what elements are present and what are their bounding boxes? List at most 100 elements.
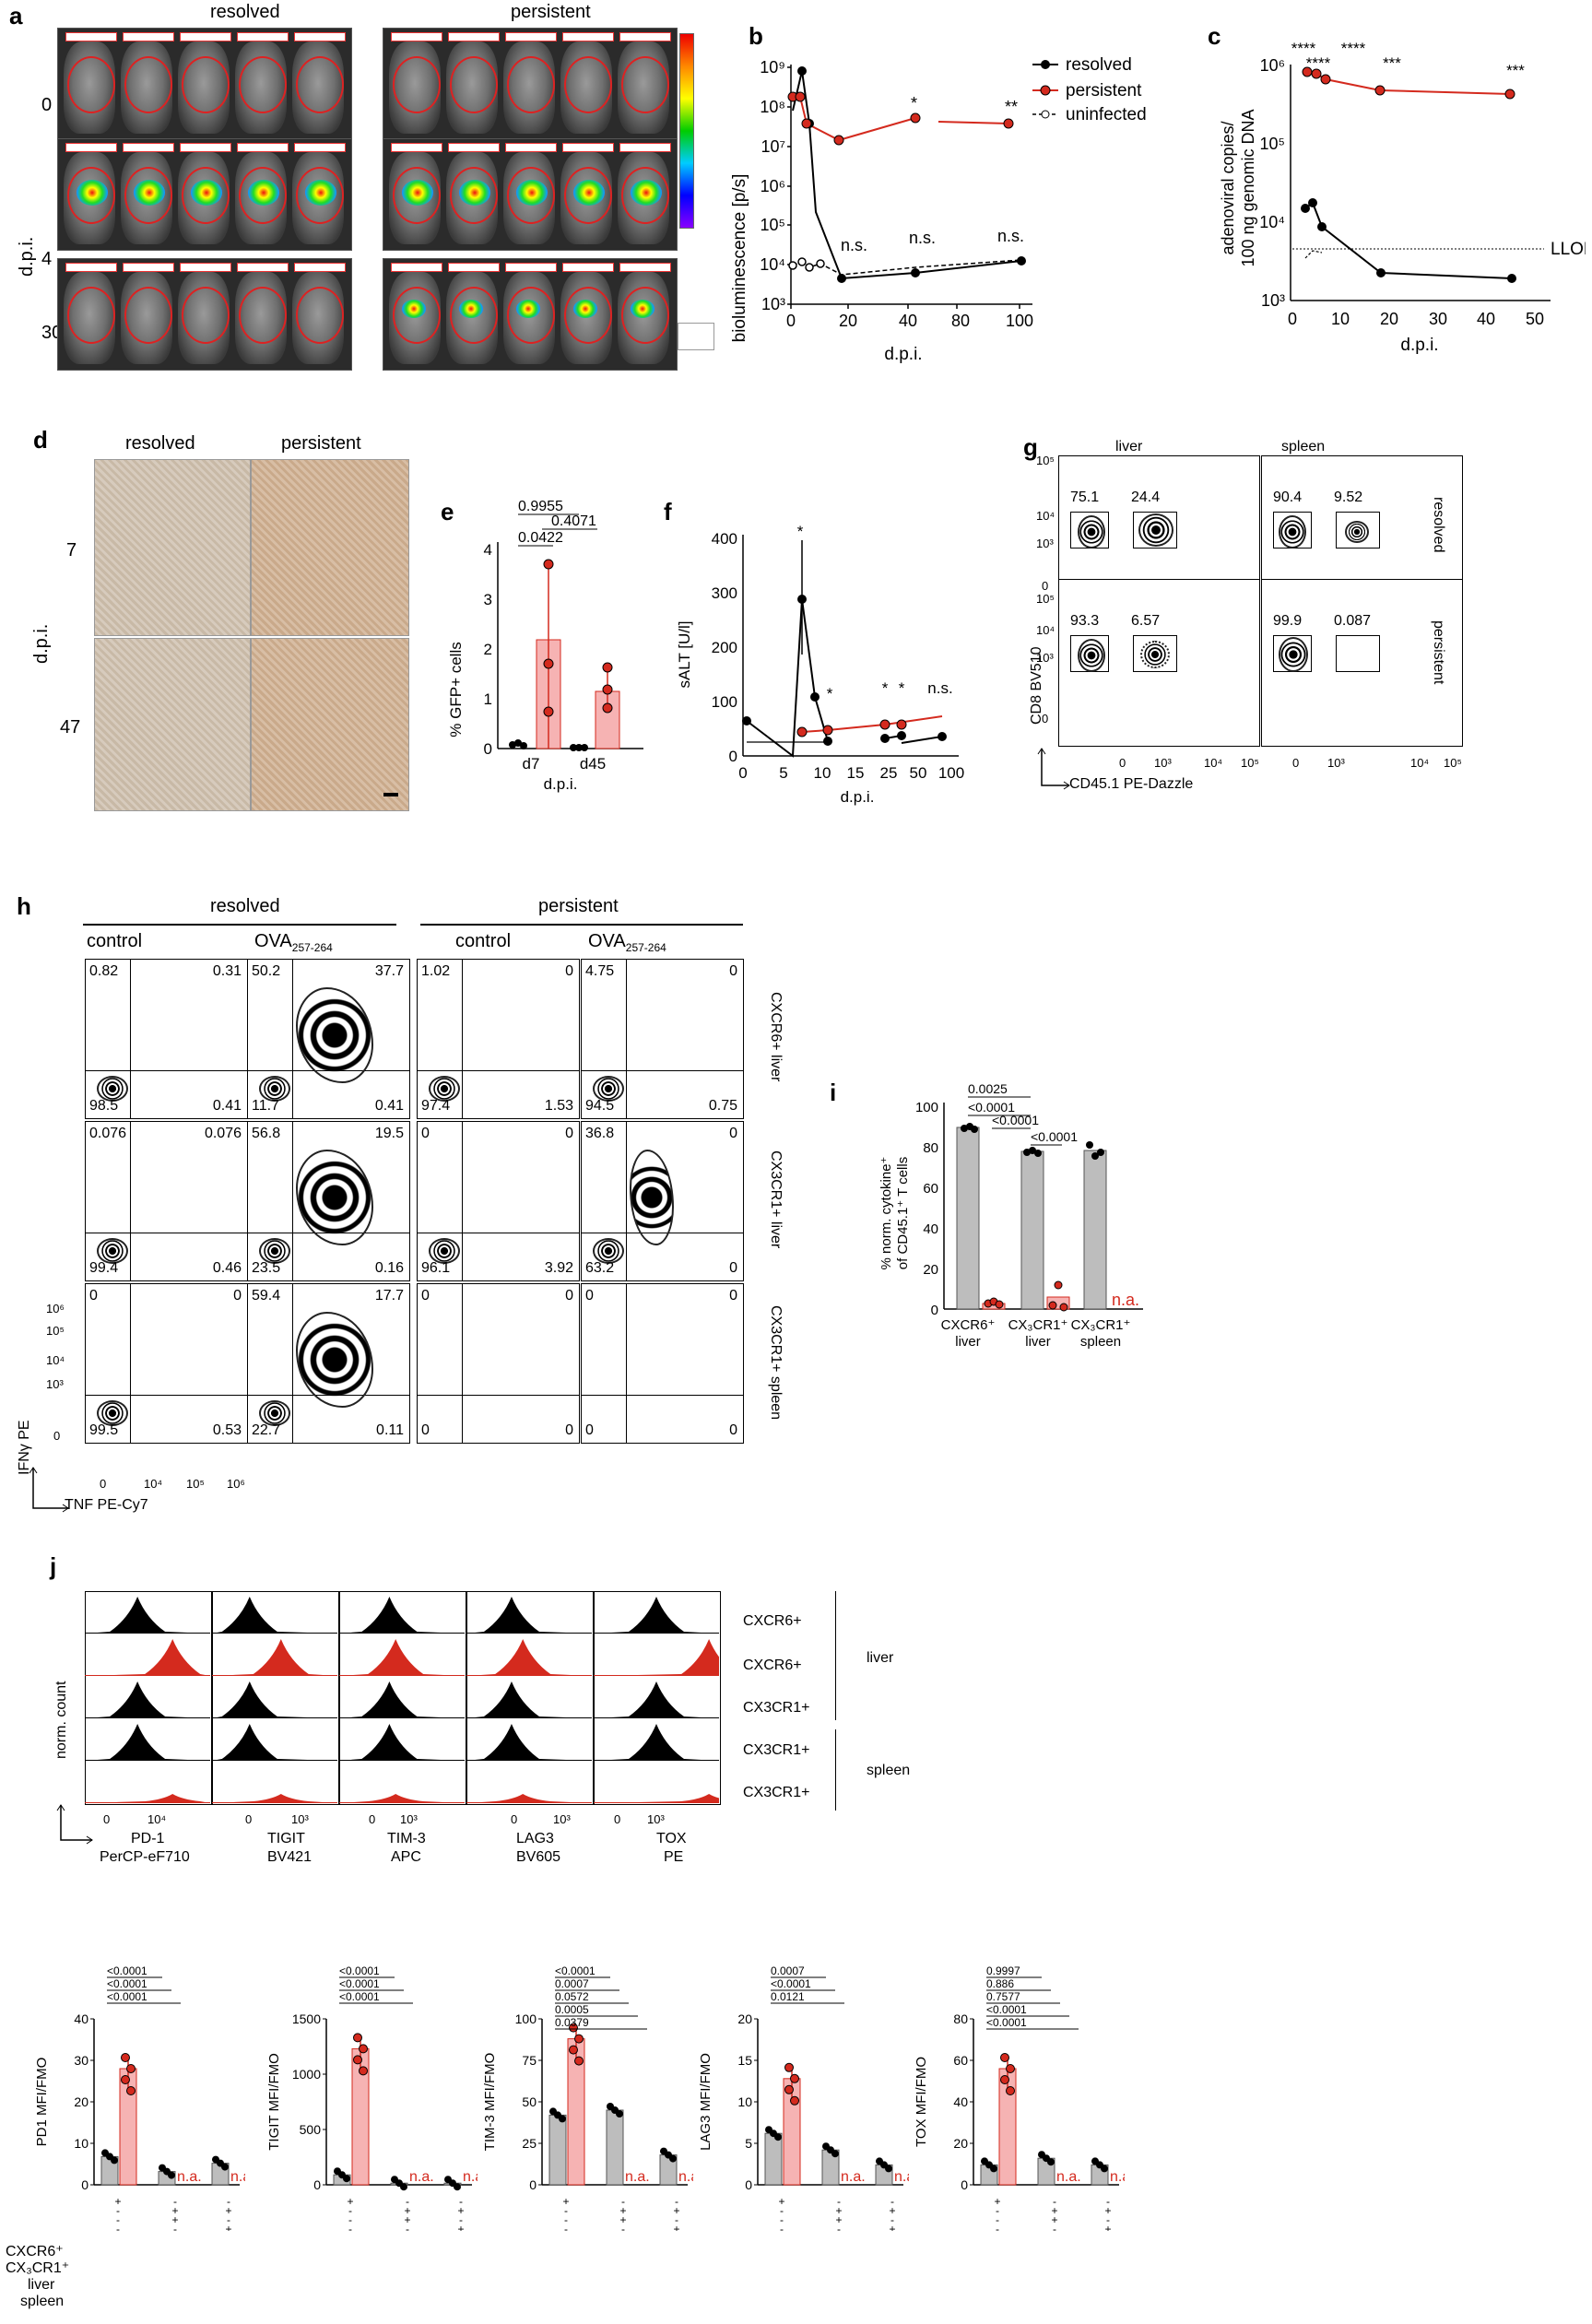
roi-label: [505, 32, 557, 41]
svg-text:n.s.: n.s.: [927, 679, 952, 697]
j-ylabel: norm. count: [53, 1681, 69, 1759]
cell-population: [429, 1238, 460, 1264]
svg-text:0.0379: 0.0379: [555, 2016, 589, 2029]
svg-text:-: -: [173, 2223, 177, 2231]
quadrant-value: 0.82: [89, 963, 119, 979]
cell-population: [259, 1076, 290, 1102]
svg-text:+: +: [619, 2213, 626, 2226]
luminescence-signal: [248, 180, 279, 206]
k-bar-chart: PD1 MFI/FMO010203040n.a.n.a.<0.0001<0.00…: [34, 1964, 245, 2231]
luminescence-signal: [573, 300, 597, 318]
svg-text:0: 0: [529, 2177, 537, 2192]
svg-text:+: +: [404, 2204, 410, 2217]
svg-text:<0.0001: <0.0001: [771, 1977, 811, 1990]
b-ytick-3: 10³: [761, 295, 785, 313]
svg-text:10⁹: 10⁹: [760, 58, 785, 77]
g-plot-liver-persistent: 93.3 6.57: [1058, 579, 1260, 747]
roi-label: [123, 32, 174, 41]
roi-label: [65, 143, 117, 152]
histogram: [594, 1724, 719, 1761]
svg-text:100: 100: [1006, 312, 1033, 330]
g-col-spleen: spleen: [1281, 439, 1326, 454]
quadrant-value: 36.8: [585, 1126, 615, 1141]
quadrant-value: 19.5: [374, 1126, 404, 1141]
svg-text:400: 400: [712, 530, 737, 548]
cell-population: [429, 1076, 460, 1102]
svg-text:+: +: [1104, 2223, 1111, 2231]
svg-text:-: -: [348, 2223, 352, 2231]
svg-text:-: -: [348, 2213, 352, 2226]
svg-text:100: 100: [712, 693, 737, 711]
luminescence-signal: [402, 180, 433, 206]
ivis-image: [57, 138, 352, 251]
svg-text:+: +: [1051, 2204, 1057, 2217]
roi-label: [65, 32, 117, 41]
svg-text:+: +: [225, 2223, 231, 2231]
svg-text:adenoviral copies/: adenoviral copies/: [1219, 121, 1237, 254]
svg-text:-: -: [996, 2204, 999, 2217]
histogram: [212, 1639, 337, 1676]
quadrant-value: 0: [729, 1126, 737, 1141]
svg-text:*: *: [899, 679, 905, 697]
ivis-image: [383, 28, 678, 140]
svg-text:-: -: [564, 2213, 568, 2226]
roi-label: [505, 143, 557, 152]
svg-text:0.0422: 0.0422: [518, 530, 563, 546]
quadrant-value: 4.75: [585, 963, 615, 979]
svg-text:0: 0: [931, 1303, 938, 1318]
k-bar-chart: TIGIT MFI/FMO050010001500n.a.n.a.<0.0001…: [266, 1964, 478, 2231]
svg-text:500: 500: [300, 2122, 322, 2137]
svg-text:1000: 1000: [292, 2067, 321, 2082]
quadrant-value: 0: [421, 1288, 430, 1304]
svg-text:<0.0001: <0.0001: [107, 1990, 147, 2003]
svg-text:15: 15: [737, 2053, 752, 2068]
svg-text:0.0007: 0.0007: [555, 1977, 589, 1990]
svg-text:-: -: [780, 2213, 784, 2226]
svg-text:<0.0001: <0.0001: [992, 1113, 1039, 1127]
svg-text:<0.0001: <0.0001: [339, 1964, 380, 1977]
svg-text:10: 10: [814, 764, 831, 782]
roi-label: [294, 143, 346, 152]
svg-text:<0.0001: <0.0001: [986, 2016, 1027, 2029]
g-col-liver: liver: [1115, 439, 1143, 454]
luminescence-signal: [402, 300, 426, 318]
histogram: [466, 1597, 592, 1634]
svg-text:40: 40: [74, 2011, 88, 2026]
svg-text:n.a.: n.a.: [625, 2169, 650, 2185]
roi-circle: [67, 167, 115, 224]
svg-text:-: -: [621, 2195, 625, 2208]
quadrant-value: 0.31: [212, 963, 242, 979]
svg-text:*: *: [911, 94, 917, 112]
roi-label: [619, 32, 671, 41]
svg-text:10: 10: [737, 2094, 752, 2109]
svg-text:0: 0: [729, 748, 737, 765]
e-ylabel: % GFP+ cells: [447, 642, 465, 737]
svg-text:-: -: [406, 2223, 409, 2231]
quadrant-value: 0: [421, 1422, 430, 1438]
f-ylabel: sALT [U/l]: [676, 620, 693, 688]
svg-text:60: 60: [953, 2053, 968, 2068]
roi-circle: [124, 56, 172, 113]
e-xlabel: d.p.i.: [544, 775, 578, 793]
roi-circle: [182, 287, 230, 344]
roi-label: [562, 143, 614, 152]
quadrant-value: 0: [585, 1288, 594, 1304]
svg-text:-: -: [227, 2213, 230, 2226]
svg-text:-: -: [227, 2195, 230, 2208]
quadrant-value: 1.02: [421, 963, 451, 979]
h-col-ova-resolved: OVA257-264: [254, 931, 333, 954]
svg-text:100: 100: [515, 2011, 537, 2026]
svg-text:n.a.: n.a.: [409, 2169, 434, 2185]
svg-text:+: +: [347, 2195, 353, 2208]
panel-d-col-resolved: resolved: [125, 433, 195, 454]
roi-label: [619, 263, 671, 272]
quadrant-value: 0.46: [212, 1260, 242, 1276]
svg-text:<0.0001: <0.0001: [339, 1990, 380, 2003]
roi-label: [391, 143, 442, 152]
roi-label: [180, 263, 231, 272]
